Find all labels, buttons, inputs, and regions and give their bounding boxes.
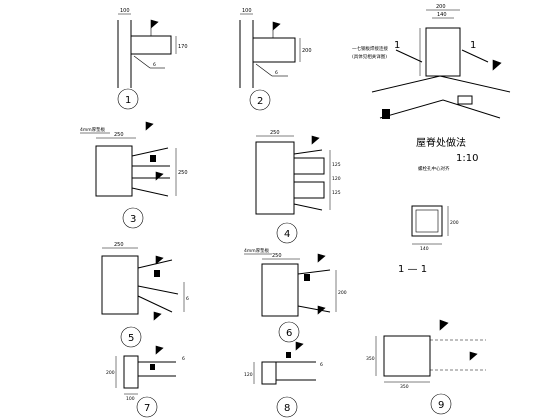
dim-label: 120 (332, 176, 341, 182)
dim-label: 100 (120, 8, 130, 14)
ridge-sub: 螺栓孔中心对齐 (418, 165, 450, 172)
dim-label: 200 (106, 370, 115, 376)
detail-number: 1 (125, 95, 131, 106)
weld-flag-icon (492, 59, 502, 71)
plate-mark-icon (154, 270, 160, 277)
weld-flag-icon (469, 351, 478, 361)
weld-flag-icon (311, 135, 320, 145)
detail-4: 250 125 120 125 4 (255, 130, 341, 244)
dim-label: 350 (400, 384, 409, 390)
dim-label: 100 (242, 8, 252, 14)
dim-label: 125 (332, 162, 341, 168)
section-mark: 1 (470, 40, 476, 51)
detail-number-circle (117, 88, 139, 110)
section-label: 1 — 1 (398, 264, 427, 275)
weld-flag-icon (150, 19, 159, 29)
detail-6: 4mm厚垫板 250 200 6 (244, 247, 347, 343)
dim-label: 250 (272, 253, 282, 259)
dim-label: 140 (420, 246, 429, 252)
ridge-scale: 1:10 (456, 153, 478, 164)
weld-flag-icon (155, 345, 164, 355)
detail-3: 4mm厚垫板 250 250 3 (80, 121, 188, 229)
plate-mark-icon (150, 364, 155, 370)
weld-size: 6 (275, 70, 278, 76)
weld-flag-icon (317, 305, 326, 315)
detail-number-circle (276, 396, 298, 418)
section-mark: 1 (394, 40, 400, 51)
detail-7: 200 100 6 7 (106, 345, 185, 418)
plate-note: 4mm厚垫板 (244, 247, 270, 254)
detail-2: 100 200 6 2 (239, 8, 312, 111)
detail-5: 250 6 5 (101, 242, 189, 348)
bolt-plate-icon (382, 109, 390, 119)
weld-flag-icon (439, 319, 449, 331)
detail-number: 4 (284, 229, 290, 240)
weld-flag-icon (153, 311, 162, 321)
dim-label: 250 (178, 170, 188, 176)
detail-number-circle (430, 393, 452, 415)
detail-number: 6 (286, 328, 292, 339)
section-1-1: 140 200 1 — 1 (398, 205, 459, 275)
detail-8: 120 6 8 (244, 341, 323, 418)
dim-label: 170 (178, 44, 188, 50)
detail-number-circle (122, 207, 144, 229)
ridge-note-2: (具体见相关详图) (352, 53, 387, 60)
dim-label: 200 (450, 220, 459, 226)
detail-number: 9 (438, 400, 444, 411)
dim-label: 200 (436, 4, 446, 10)
detail-number-circle (249, 89, 271, 111)
weld-flag-icon (272, 21, 281, 31)
dim-label: 140 (437, 12, 447, 18)
detail-number-circle (120, 326, 142, 348)
detail-number: 7 (144, 403, 150, 414)
dim-label: 100 (126, 396, 135, 402)
detail-number: 8 (284, 403, 290, 414)
detail-number: 5 (128, 333, 134, 344)
dim-label: 120 (244, 372, 253, 378)
weld-flag-icon (317, 253, 326, 263)
ridge-note-1: 一七钢板焊接连接 (352, 45, 388, 52)
ridge-detail: 200 140 1 1 一七钢板焊接连接 (具体见相关详图) 屋脊处做法 1:1… (352, 4, 511, 172)
detail-number-circle (276, 222, 298, 244)
plate-mark-icon (286, 352, 291, 358)
dim-label: 200 (338, 290, 347, 296)
dim-label: 250 (114, 132, 124, 138)
detail-number-circle (136, 396, 158, 418)
dim-label: 250 (114, 242, 124, 248)
weld-size: 6 (153, 62, 156, 68)
plate-note: 4mm厚垫板 (80, 126, 106, 133)
plate-mark-icon (150, 155, 156, 162)
detail-number-circle (278, 321, 300, 343)
dim-label: 6 (182, 356, 185, 362)
weld-flag-icon (155, 255, 164, 265)
dim-label: 350 (366, 356, 375, 362)
ridge-title: 屋脊处做法 (416, 136, 466, 149)
detail-1: 100 170 6 1 (117, 8, 188, 110)
dim-label: 6 (186, 296, 189, 302)
dim-label: 250 (270, 130, 280, 136)
detail-9: 350 350 9 (366, 319, 486, 415)
dim-label: 125 (332, 190, 341, 196)
weld-flag-icon (295, 341, 304, 351)
plate-mark-icon (304, 274, 310, 281)
weld-flag-icon (155, 171, 164, 181)
detail-number: 3 (130, 214, 136, 225)
detail-number: 2 (257, 96, 263, 107)
dim-label: 6 (320, 362, 323, 368)
dim-label: 200 (302, 48, 312, 54)
weld-flag-icon (145, 121, 154, 131)
